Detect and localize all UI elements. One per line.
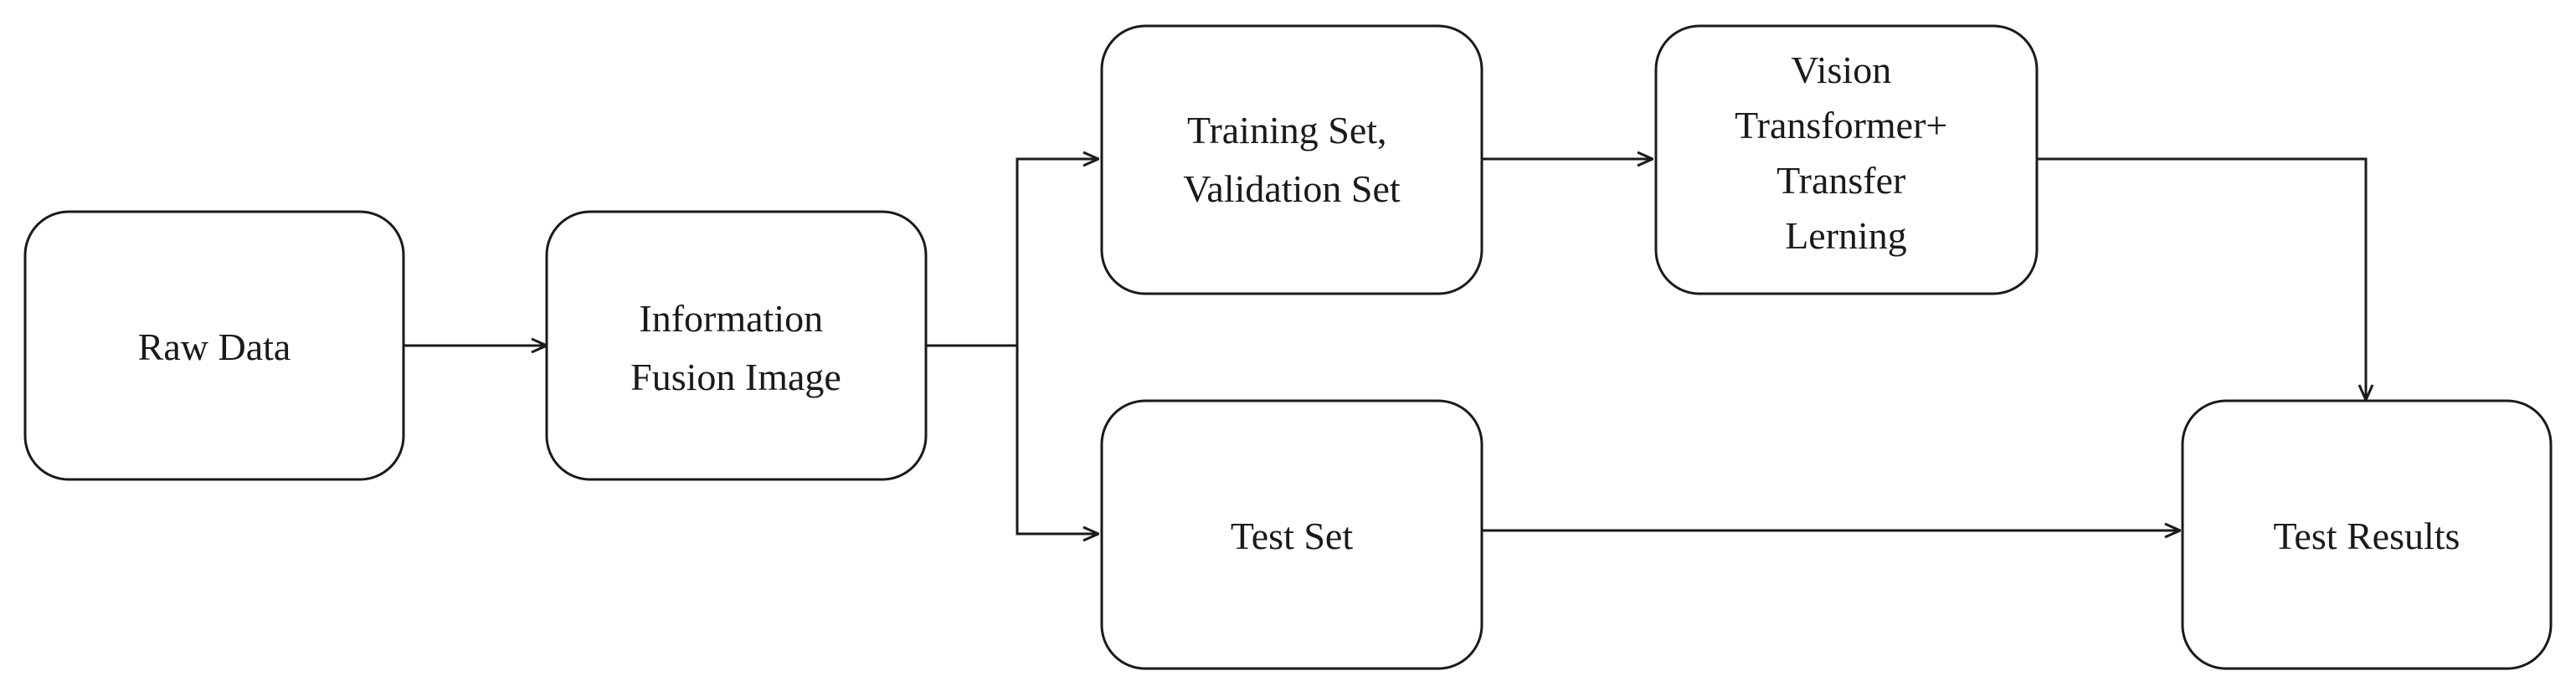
node-training-validation-set-label: Training Set, Validation Set bbox=[1183, 109, 1401, 210]
edge-fusion-to-training-set bbox=[926, 159, 1098, 347]
node-vision-transformer: Vision Transformer+ Transfer Lerning bbox=[1654, 24, 2039, 295]
node-raw-data-label: Raw Data bbox=[138, 325, 291, 368]
node-information-fusion-image: Information Fusion Image bbox=[545, 210, 928, 481]
node-test-results: Test Results bbox=[2181, 399, 2553, 670]
edge-fusion-to-test-set bbox=[1015, 346, 1098, 534]
node-test-set-label: Test Set bbox=[1231, 515, 1353, 557]
node-training-validation-set: Training Set, Validation Set bbox=[1100, 24, 1483, 295]
node-raw-data: Raw Data bbox=[23, 210, 405, 481]
node-test-set: Test Set bbox=[1100, 399, 1483, 670]
node-test-results-label: Test Results bbox=[2274, 515, 2460, 557]
edge-vit-to-test-results bbox=[2037, 157, 2366, 400]
node-information-fusion-image-label: Information Fusion Image bbox=[630, 297, 841, 398]
node-vision-transformer-label: Vision Transformer+ Transfer Lerning bbox=[1735, 49, 1957, 257]
edges bbox=[404, 159, 2366, 534]
